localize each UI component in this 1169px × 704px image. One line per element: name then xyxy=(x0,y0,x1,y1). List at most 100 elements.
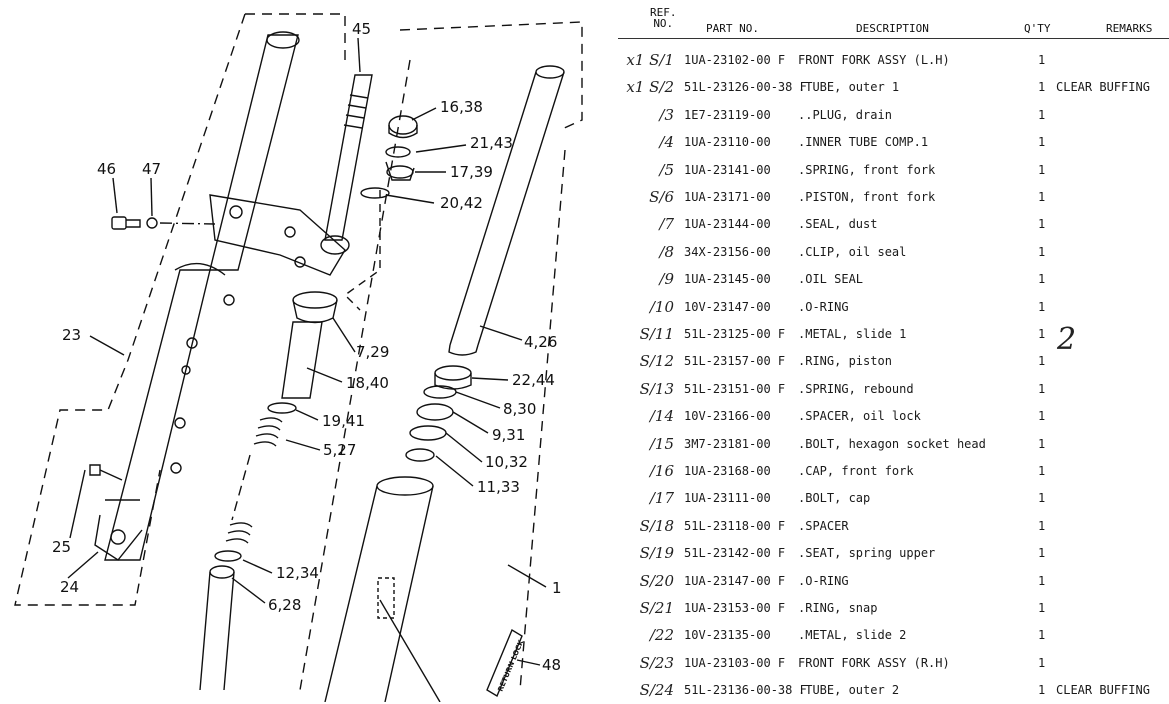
steering-stem xyxy=(324,74,373,241)
qty-cell: 1 xyxy=(1038,354,1046,369)
description-cell: .BOLT, cap xyxy=(798,491,871,506)
callout-10: 10,32 xyxy=(485,453,528,471)
ref-cell: /9 xyxy=(659,270,674,289)
qty-cell: 1 xyxy=(1038,491,1046,506)
qty-cell: 1 xyxy=(1038,546,1046,561)
ref-cell: /5 xyxy=(659,160,674,179)
qty-cell: 1 xyxy=(1038,80,1046,95)
part-number-cell: 51L-23151-00 F xyxy=(684,381,786,396)
part-number-cell: 51L-23142-00 F xyxy=(684,546,786,561)
qty-cell: 1 xyxy=(1038,190,1046,204)
callout-4: 4,26 xyxy=(524,333,557,351)
ref-cell: S/12 xyxy=(639,352,674,371)
qty-cell: 1 xyxy=(1038,272,1046,287)
header-divider xyxy=(618,38,1169,39)
qty-cell: 1 xyxy=(1038,217,1046,232)
header-ref-no: REF. NO. xyxy=(650,6,677,30)
callout-19: 19,41 xyxy=(322,412,365,430)
callout-20: 20,42 xyxy=(440,194,483,212)
ref-cell: /17 xyxy=(649,489,674,508)
description-cell: .METAL, slide 1 xyxy=(798,327,907,341)
qty-cell: 1 xyxy=(1038,683,1046,698)
description-cell: .METAL, slide 2 xyxy=(798,628,907,643)
ref-cell: S/20 xyxy=(639,571,674,590)
ref-cell: /22 xyxy=(649,626,674,645)
description-cell: .O-RING xyxy=(798,573,849,588)
qty-cell: 1 xyxy=(1038,381,1046,396)
ref-cell: x1 S/2 xyxy=(626,78,674,97)
callout-16: 16,38 xyxy=(440,98,483,116)
part-number-cell: 1UA-23141-00 xyxy=(684,162,771,177)
ref-cell: S/23 xyxy=(639,653,674,672)
part-number-cell: 1UA-23144-00 xyxy=(684,217,771,232)
part-number-cell: 10V-23166-00 xyxy=(684,409,771,424)
callout-9: 9,31 xyxy=(492,426,525,444)
part-number-cell: 10V-23147-00 xyxy=(684,299,771,314)
part-number-cell: 1E7-23119-00 xyxy=(684,107,771,122)
ref-cell: /4 xyxy=(659,133,674,152)
qty-cell: 1 xyxy=(1038,327,1046,341)
remarks-cell: CLEAR BUFFING xyxy=(1056,80,1150,95)
description-cell: .SPRING, rebound xyxy=(798,381,914,396)
ref-cell: S/24 xyxy=(639,681,674,700)
description-cell: .RING, piston xyxy=(798,354,892,369)
ref-cell: S/18 xyxy=(639,516,674,535)
callout-21: 21,43 xyxy=(470,134,513,152)
part-number-cell: 10V-23135-00 xyxy=(684,628,771,643)
right-inner-tube xyxy=(448,65,565,356)
description-cell: ..PLUG, drain xyxy=(798,107,892,122)
part-number-cell: 1UA-23145-00 xyxy=(684,272,771,287)
exploded-parts-diagram: 45 46 47 16,38 21,43 17,39 20,42 23 4,26… xyxy=(14,13,583,702)
assembly-frame-left xyxy=(14,13,346,606)
callout-11: 11,33 xyxy=(477,478,520,496)
callout-23: 23 xyxy=(62,326,81,344)
description-cell: .SPACER, oil lock xyxy=(798,409,921,424)
callout-6: 6,28 xyxy=(268,596,301,614)
description-cell: .CAP, front fork xyxy=(798,464,914,478)
callout-47: 47 xyxy=(142,160,161,178)
ref-cell: x1 S/1 xyxy=(626,51,674,69)
description-cell: .SEAL, dust xyxy=(798,217,878,232)
part-number-cell: 51L-23157-00 F xyxy=(684,354,786,369)
table-row: /3 1E7-23119-00 ..PLUG, drain 1 xyxy=(610,102,1169,129)
qty-cell: 1 xyxy=(1038,655,1046,670)
callout-45: 45 xyxy=(352,20,371,38)
qty-cell: 1 xyxy=(1038,53,1046,67)
ref-cell: /3 xyxy=(659,105,674,124)
part-number-cell: 51L-23126-00-38 F xyxy=(684,80,807,95)
part-number-cell: 1UA-23168-00 xyxy=(684,464,771,478)
part-number-cell: 1UA-23111-00 xyxy=(684,491,771,506)
ref-cell: S/13 xyxy=(639,379,674,398)
description-cell: .RING, snap xyxy=(798,601,878,615)
part-number-cell: 1UA-23103-00 F xyxy=(684,655,786,670)
description-cell: .SEAT, spring upper xyxy=(798,546,936,561)
part-number-cell: 1UA-23171-00 xyxy=(684,190,771,204)
sticker-label: RETURN LOCK xyxy=(496,638,525,692)
qty-cell: 1 xyxy=(1038,601,1046,615)
description-cell: .TUBE, outer 2 xyxy=(798,683,900,698)
callout-46: 46 xyxy=(97,160,116,178)
table-row: S/23 1UA-23103-00 F FRONT FORK ASSY (R.H) 1 xyxy=(610,650,1169,677)
table-row: S/13 51L-23151-00 F .SPRING, rebound 1 xyxy=(610,376,1169,403)
qty-cell: 1 xyxy=(1038,107,1046,122)
part-number-cell: 51L-23125-00 F xyxy=(684,327,786,341)
description-cell: .SPACER xyxy=(798,518,849,533)
part-number-cell: 51L-23118-00 F xyxy=(684,518,786,533)
qty-cell: 1 xyxy=(1038,464,1046,478)
part-number-cell: 1UA-23110-00 xyxy=(684,135,771,150)
part-number-cell: 34X-23156-00 xyxy=(684,244,771,259)
callout-5: 5,27 xyxy=(323,441,356,459)
description-cell: FRONT FORK ASSY (R.H) xyxy=(798,655,950,670)
